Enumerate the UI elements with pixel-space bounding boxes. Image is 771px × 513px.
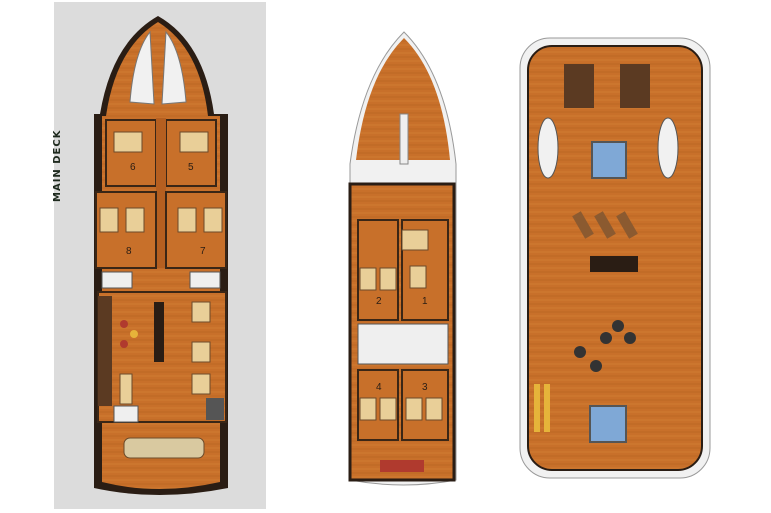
- bow-net-right: [161, 30, 187, 105]
- cabin-number: 5: [188, 162, 194, 173]
- jacuzzi: [589, 405, 627, 443]
- stool: [612, 320, 624, 332]
- cabin-number: 8: [126, 246, 132, 257]
- aft-grate: [380, 460, 424, 472]
- bed: [379, 267, 397, 291]
- cabin-number: 1: [422, 296, 428, 307]
- cabin-number: 4: [376, 382, 382, 393]
- dome-cabin: [564, 64, 594, 108]
- kayak: [534, 384, 540, 432]
- main-deck-label: MAIN DECK: [52, 129, 63, 202]
- bed: [99, 207, 119, 233]
- kayak: [544, 384, 550, 432]
- bed: [113, 131, 143, 153]
- lower-deck-panel: 2 1 4 3: [306, 14, 506, 502]
- cabin-6: [105, 119, 157, 187]
- kitchen-counter: [98, 296, 112, 406]
- table: [191, 341, 211, 363]
- cabin-number: 6: [130, 162, 136, 173]
- cabin-number: 7: [200, 246, 206, 257]
- bed: [379, 397, 397, 421]
- stair: [113, 405, 139, 423]
- table: [191, 373, 211, 395]
- main-deck-panel: MAIN DECK: [52, 2, 266, 509]
- seat: [120, 320, 128, 328]
- lifeboat-left: [537, 117, 559, 179]
- bed: [405, 397, 423, 421]
- cabin-number: 2: [376, 296, 382, 307]
- sunbed: [616, 211, 638, 239]
- jacuzzi: [591, 141, 627, 179]
- walkway: [399, 113, 409, 165]
- stool: [624, 332, 636, 344]
- bed: [359, 397, 377, 421]
- stool: [574, 346, 586, 358]
- bed: [425, 397, 443, 421]
- seat: [130, 330, 138, 338]
- bathroom: [101, 271, 133, 289]
- bar-counter: [590, 256, 638, 272]
- bathroom: [357, 323, 449, 365]
- bed: [125, 207, 145, 233]
- dining-table: [154, 302, 164, 362]
- sofa: [119, 373, 133, 405]
- bed: [409, 265, 427, 289]
- deck-floor: [356, 38, 450, 160]
- seat: [120, 340, 128, 348]
- corridor: [156, 118, 166, 268]
- dome-cabin: [620, 64, 650, 108]
- table: [191, 301, 211, 323]
- bed: [359, 267, 377, 291]
- sun-deck-plan: [519, 37, 711, 479]
- bed: [401, 229, 429, 251]
- cabin-number: 3: [422, 382, 428, 393]
- bathroom: [189, 271, 221, 289]
- stair: [206, 398, 224, 420]
- bed: [179, 131, 209, 153]
- aft-bench: [123, 437, 205, 459]
- lifeboat-right: [657, 117, 679, 179]
- bed: [177, 207, 197, 233]
- sunbed: [594, 211, 616, 239]
- sun-deck-panel: [508, 6, 713, 506]
- stool: [600, 332, 612, 344]
- main-deck-plan: [94, 16, 228, 495]
- stool: [590, 360, 602, 372]
- lower-deck-plan: [348, 31, 457, 486]
- bed: [203, 207, 223, 233]
- cabin-5: [165, 119, 217, 187]
- sunbed: [572, 211, 594, 239]
- bow-net-left: [129, 30, 155, 105]
